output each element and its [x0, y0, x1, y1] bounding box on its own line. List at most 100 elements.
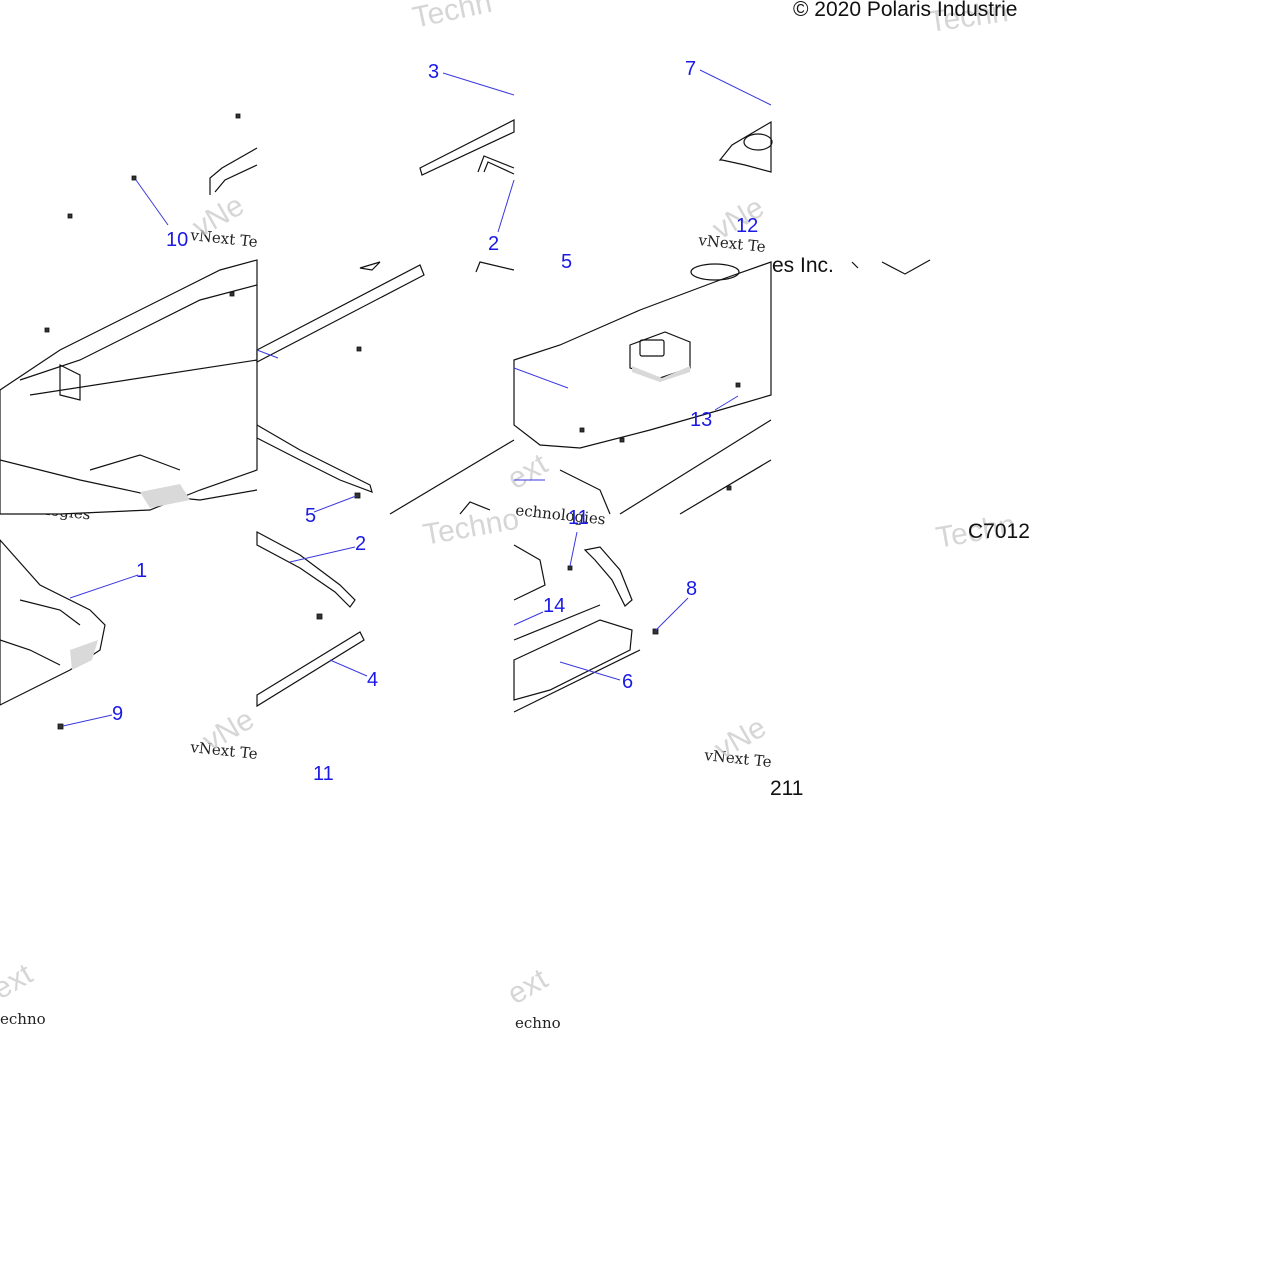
roof-panel-1	[0, 259, 258, 515]
leader-5a	[313, 495, 357, 513]
trim-corner-right	[881, 259, 931, 275]
page-number: 211	[770, 777, 803, 800]
watermark-technologies-mid: Techno	[420, 503, 521, 552]
callout-8: 8	[686, 578, 697, 600]
clip-part-2-inner	[483, 161, 515, 175]
callout-5-top: 5	[561, 251, 572, 273]
grab-handle-11	[583, 546, 633, 607]
watermark-echno-bottom-mid: echno	[515, 1014, 561, 1032]
roof-front-edge	[209, 147, 258, 195]
tile-mid-left	[0, 259, 258, 515]
panel-edge-3	[513, 649, 641, 713]
tile-mid-mid	[256, 261, 515, 515]
tile-bottom-mid	[256, 530, 365, 708]
leader-6	[559, 661, 621, 681]
leader-5b	[513, 367, 569, 389]
leader-4	[329, 659, 368, 677]
leader-3	[442, 72, 515, 96]
rail-end	[359, 261, 381, 271]
bolt-hardware	[356, 346, 362, 352]
roof-rail-part-3-lower	[256, 264, 425, 363]
tile-bottom-right	[513, 544, 659, 713]
bolt-hardware	[235, 113, 241, 119]
callout-5: 5	[305, 505, 316, 527]
watermark-layer: Techn Techn vNext Te vNe vNext Te vNe ex…	[0, 0, 1018, 1032]
watermark-echnologies-mid: echnologies	[515, 501, 607, 528]
bolt-hardware	[619, 437, 625, 443]
leader-13	[714, 395, 739, 411]
roof-rib	[29, 359, 258, 396]
leader-7	[699, 69, 772, 106]
callout-13: 13	[690, 409, 712, 431]
callout-7: 7	[685, 58, 696, 80]
bolt-hardware	[726, 485, 732, 491]
callout-14: 14	[543, 595, 565, 617]
clip-part-2-lower	[475, 261, 515, 273]
bolt-hardware	[67, 213, 73, 219]
callout-9: 9	[112, 703, 123, 725]
roof-front-edge-inner	[214, 164, 258, 193]
bolt-hardware	[579, 427, 585, 433]
callout-12: 12	[736, 215, 758, 237]
panel-edge-2	[513, 604, 601, 641]
leader-2b	[289, 546, 356, 563]
tile-top-left	[67, 113, 258, 219]
leader-8	[655, 597, 689, 631]
display-shade	[632, 366, 690, 382]
trim-line-3	[679, 459, 772, 515]
callout-11-bottom: 11	[313, 763, 334, 785]
tile-top-right	[718, 120, 773, 173]
callout-numbers: 3 2 7 10 12 5 5 13 11 1 9 2 4 14 6 8 11	[112, 58, 758, 785]
bracket-hole	[743, 133, 773, 151]
callout-1: 1	[136, 560, 147, 582]
trim-tip	[851, 261, 859, 269]
tile-mid-right	[513, 261, 772, 515]
seal-strip-2	[559, 469, 611, 515]
roof-feature	[59, 364, 81, 401]
seal-strip	[256, 424, 373, 493]
roof-rail-part-3	[419, 119, 515, 176]
trim-line-2	[619, 419, 772, 515]
watermark-echno-bottom-left: echno	[0, 1010, 46, 1028]
nut-hardware	[316, 613, 323, 620]
rear-shade	[70, 640, 98, 670]
watermark-ext-bottom-left: ext	[0, 957, 39, 1006]
figure-ref-code: C7012	[968, 520, 1030, 543]
seal-strip-2	[256, 530, 356, 608]
rear-rib	[19, 599, 81, 626]
bolt-hardware	[229, 291, 235, 297]
nut-hardware	[354, 492, 361, 499]
callout-6: 6	[622, 671, 633, 693]
callout-3: 3	[428, 61, 439, 83]
trim-corner	[459, 501, 491, 515]
callout-10: 10	[166, 229, 188, 251]
leader-lines	[62, 69, 772, 727]
trim-line	[389, 439, 515, 515]
callout-11-top: 11	[568, 507, 589, 529]
copyright-tail-text: es Inc.	[772, 254, 834, 277]
watermark-ext-bottom-mid: ext	[502, 962, 554, 1011]
tile-bottom-left	[0, 539, 106, 730]
bolt-hardware	[131, 175, 137, 181]
roof-feature	[89, 454, 181, 471]
rear-rib	[0, 639, 61, 666]
watermark-techn-top: Techn	[410, 0, 495, 35]
roof-shade	[140, 484, 190, 508]
rear-panel-6	[513, 619, 633, 701]
clip-part-2	[477, 155, 515, 173]
leader-10	[135, 179, 169, 226]
leader-1-top	[256, 349, 279, 359]
roof-rear-panel-1	[0, 539, 106, 706]
dome-light-hole	[690, 263, 740, 281]
trim-strip-4	[256, 631, 365, 708]
dome-light-bracket-7	[718, 120, 772, 173]
panel-edge	[513, 544, 546, 601]
leader-14	[513, 611, 544, 626]
display-screen	[639, 339, 665, 357]
bolt-hardware	[735, 382, 741, 388]
nut-hardware-9	[57, 723, 64, 730]
copyright-text: © 2020 Polaris Industrie	[793, 0, 1017, 21]
bolt-hardware	[567, 565, 573, 571]
tile-mid-far-right	[851, 259, 931, 275]
